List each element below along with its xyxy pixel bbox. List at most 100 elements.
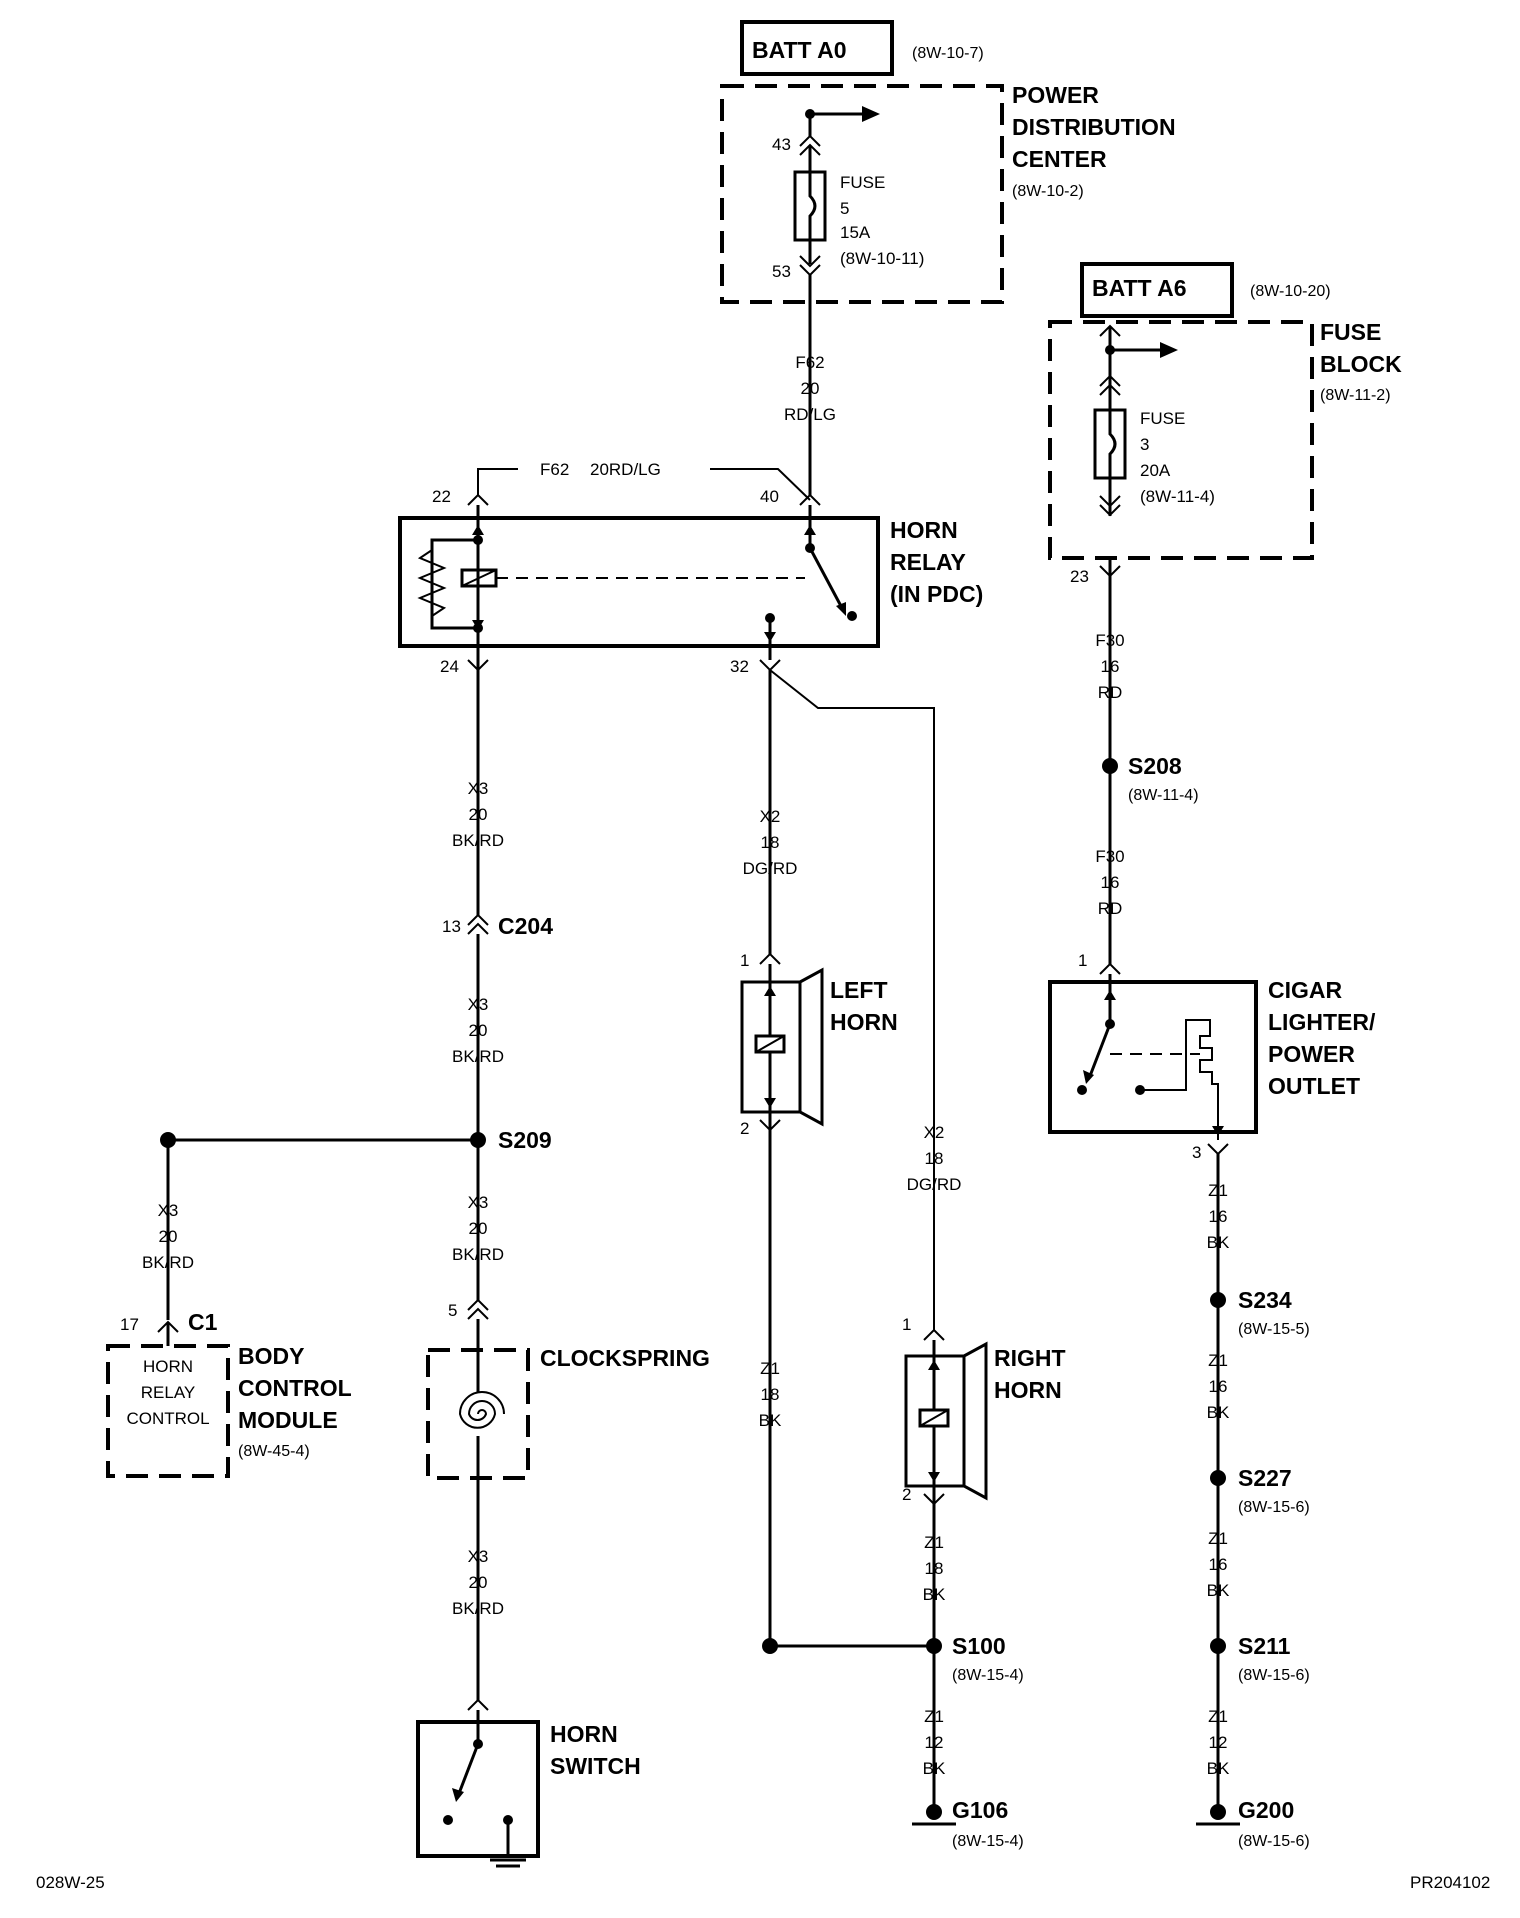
fuse-5-rating: 15A [840,223,871,242]
wire-z1-left-color: BK [759,1411,782,1430]
fuse-5 [793,170,827,242]
wire-x2a-gauge: 18 [761,833,780,852]
fuse-3-label: FUSE [1140,409,1185,428]
wire-x3b-gauge: 20 [469,1021,488,1040]
wire-z1-right-circuit: Z1 [924,1533,944,1552]
right-horn-pin-1: 1 [902,1315,911,1334]
wire-z1c1-gauge: 16 [1209,1207,1228,1226]
wire-z1-g106-circuit: Z1 [924,1707,944,1726]
g106-label: G106 [952,1797,1008,1823]
fuse-block-ref: (8W-11-2) [1320,387,1391,404]
cigar-title-2: LIGHTER/ [1268,1009,1376,1035]
wire-x3e-color: BK/RD [452,1599,504,1618]
wire-z1-right-color: BK [923,1585,946,1604]
bcm-title-2: CONTROL [238,1375,352,1401]
relay-pin-40: 40 [760,487,779,506]
wire-z1c3-circuit: Z1 [1208,1529,1228,1548]
fuse-3-number: 3 [1140,435,1149,454]
cigar-title-3: POWER [1268,1041,1355,1067]
cigar-lighter-power-outlet: 1 3 CIGAR LIGHTER/ POWER OUTLET [1048,951,1376,1162]
wire-z1c2-gauge: 16 [1209,1377,1228,1396]
wire-x3c-gauge: 20 [159,1227,178,1246]
splice-s208: S208 (8W-11-4) [1102,753,1199,804]
wire-x3d-gauge: 20 [469,1219,488,1238]
fuse-5-number: 5 [840,199,849,218]
wire-x3b-color: BK/RD [452,1047,504,1066]
wire-z1-g106-gauge: 12 [925,1733,944,1752]
s211-ref: (8W-15-6) [1238,1667,1310,1684]
left-horn-title-1: LEFT [830,977,888,1003]
batt-a0-source: BATT A0 (8W-10-7) [740,20,984,76]
g106-ref: (8W-15-4) [952,1833,1024,1850]
relay-pin-24: 24 [440,657,459,676]
s227-ref: (8W-15-6) [1238,1499,1310,1516]
wire-z1-left-gauge: 18 [761,1385,780,1404]
wire-z1c2-color: BK [1207,1403,1230,1422]
bcm-inner-3: CONTROL [126,1409,209,1428]
horn-switch: HORN SWITCH [416,1698,641,1868]
pdc-title-3: CENTER [1012,146,1107,172]
right-horn: 1 2 RIGHT HORN [902,1315,1066,1506]
connector-c204: 13 C204 [442,913,553,939]
bcm-inner-1: HORN [143,1357,193,1376]
horn-switch-title-1: HORN [550,1721,618,1747]
s211-label: S211 [1238,1633,1291,1659]
left-horn-pin-2: 2 [740,1119,749,1138]
c204-pin: 13 [442,917,461,936]
wire-z1c3-gauge: 16 [1209,1555,1228,1574]
right-horn-title-2: HORN [994,1377,1062,1403]
s208-ref: (8W-11-4) [1128,787,1199,804]
bcm-title-1: BODY [238,1343,304,1369]
s100-label: S100 [952,1633,1006,1659]
wire-x3e-circuit: X3 [468,1547,489,1566]
left-horn-title-2: HORN [830,1009,898,1035]
s234-label: S234 [1238,1287,1292,1313]
horn-relay-title-1: HORN [890,517,958,543]
batt-a6-label: BATT A6 [1092,275,1187,301]
splice-s100: S100 (8W-15-4) [926,1633,1024,1684]
bcm-ref: (8W-45-4) [238,1443,310,1460]
cigar-title-4: OUTLET [1268,1073,1360,1099]
wire-f30b-color: RD [1098,899,1123,918]
relay-pin-22: 22 [432,487,451,506]
clockspring-pin-5: 5 [448,1301,457,1320]
fuse-block-pin-23: 23 [1070,567,1089,586]
wire-x3e-gauge: 20 [469,1573,488,1592]
pdc-ref: (8W-10-2) [1012,183,1084,200]
wire-z1c1-color: BK [1207,1233,1230,1252]
wire-z1c1-circuit: Z1 [1208,1181,1228,1200]
wire-z1-g200-circuit: Z1 [1208,1707,1228,1726]
fuse-5-ref: (8W-10-11) [840,249,924,268]
wire-x3c-circuit: X3 [158,1201,179,1220]
fuse-block: FUSE BLOCK (8W-11-2) FUSE 3 20A (8W-11-4… [1048,319,1402,586]
power-distribution-center: POWER DISTRIBUTION CENTER (8W-10-2) 43 F… [720,82,1176,304]
wire-x3c-color: BK/RD [142,1253,194,1272]
s209-label: S209 [498,1127,552,1153]
fuse-5-label: FUSE [840,173,885,192]
fuse-3-rating: 20A [1140,461,1171,480]
relay-pin-32: 32 [730,657,749,676]
splice-s234: S234 (8W-15-5) [1210,1287,1310,1338]
wire-f62-color: RD/LG [784,405,836,424]
wire-f30a-gauge: 16 [1101,657,1120,676]
g200-label: G200 [1238,1797,1294,1823]
wire-x2b-circuit: X2 [924,1123,945,1142]
fuse-3 [1093,408,1127,480]
wire-z1c3-color: BK [1207,1581,1230,1600]
batt-a6-source: BATT A6 (8W-10-20) [1080,262,1331,318]
batt-a6-ref: (8W-10-20) [1250,283,1331,300]
splice-s211: S211 (8W-15-6) [1210,1633,1310,1684]
cigar-title-1: CIGAR [1268,977,1343,1003]
wire-f30a-circuit: F30 [1095,631,1124,650]
right-horn-title-1: RIGHT [994,1345,1066,1371]
wire-x3b-circuit: X3 [468,995,489,1014]
splice-s227: S227 (8W-15-6) [1210,1465,1310,1516]
wire-x3d-circuit: X3 [468,1193,489,1212]
batt-a0-ref: (8W-10-7) [912,45,984,62]
wire-z1-g200-gauge: 12 [1209,1733,1228,1752]
wire-f30a-color: RD [1098,683,1123,702]
s234-ref: (8W-15-5) [1238,1321,1310,1338]
wire-x2b-color: DG/RD [907,1175,962,1194]
bcm-connector-c1: C1 [188,1309,218,1335]
left-horn: 1 2 LEFT HORN [740,951,898,1138]
